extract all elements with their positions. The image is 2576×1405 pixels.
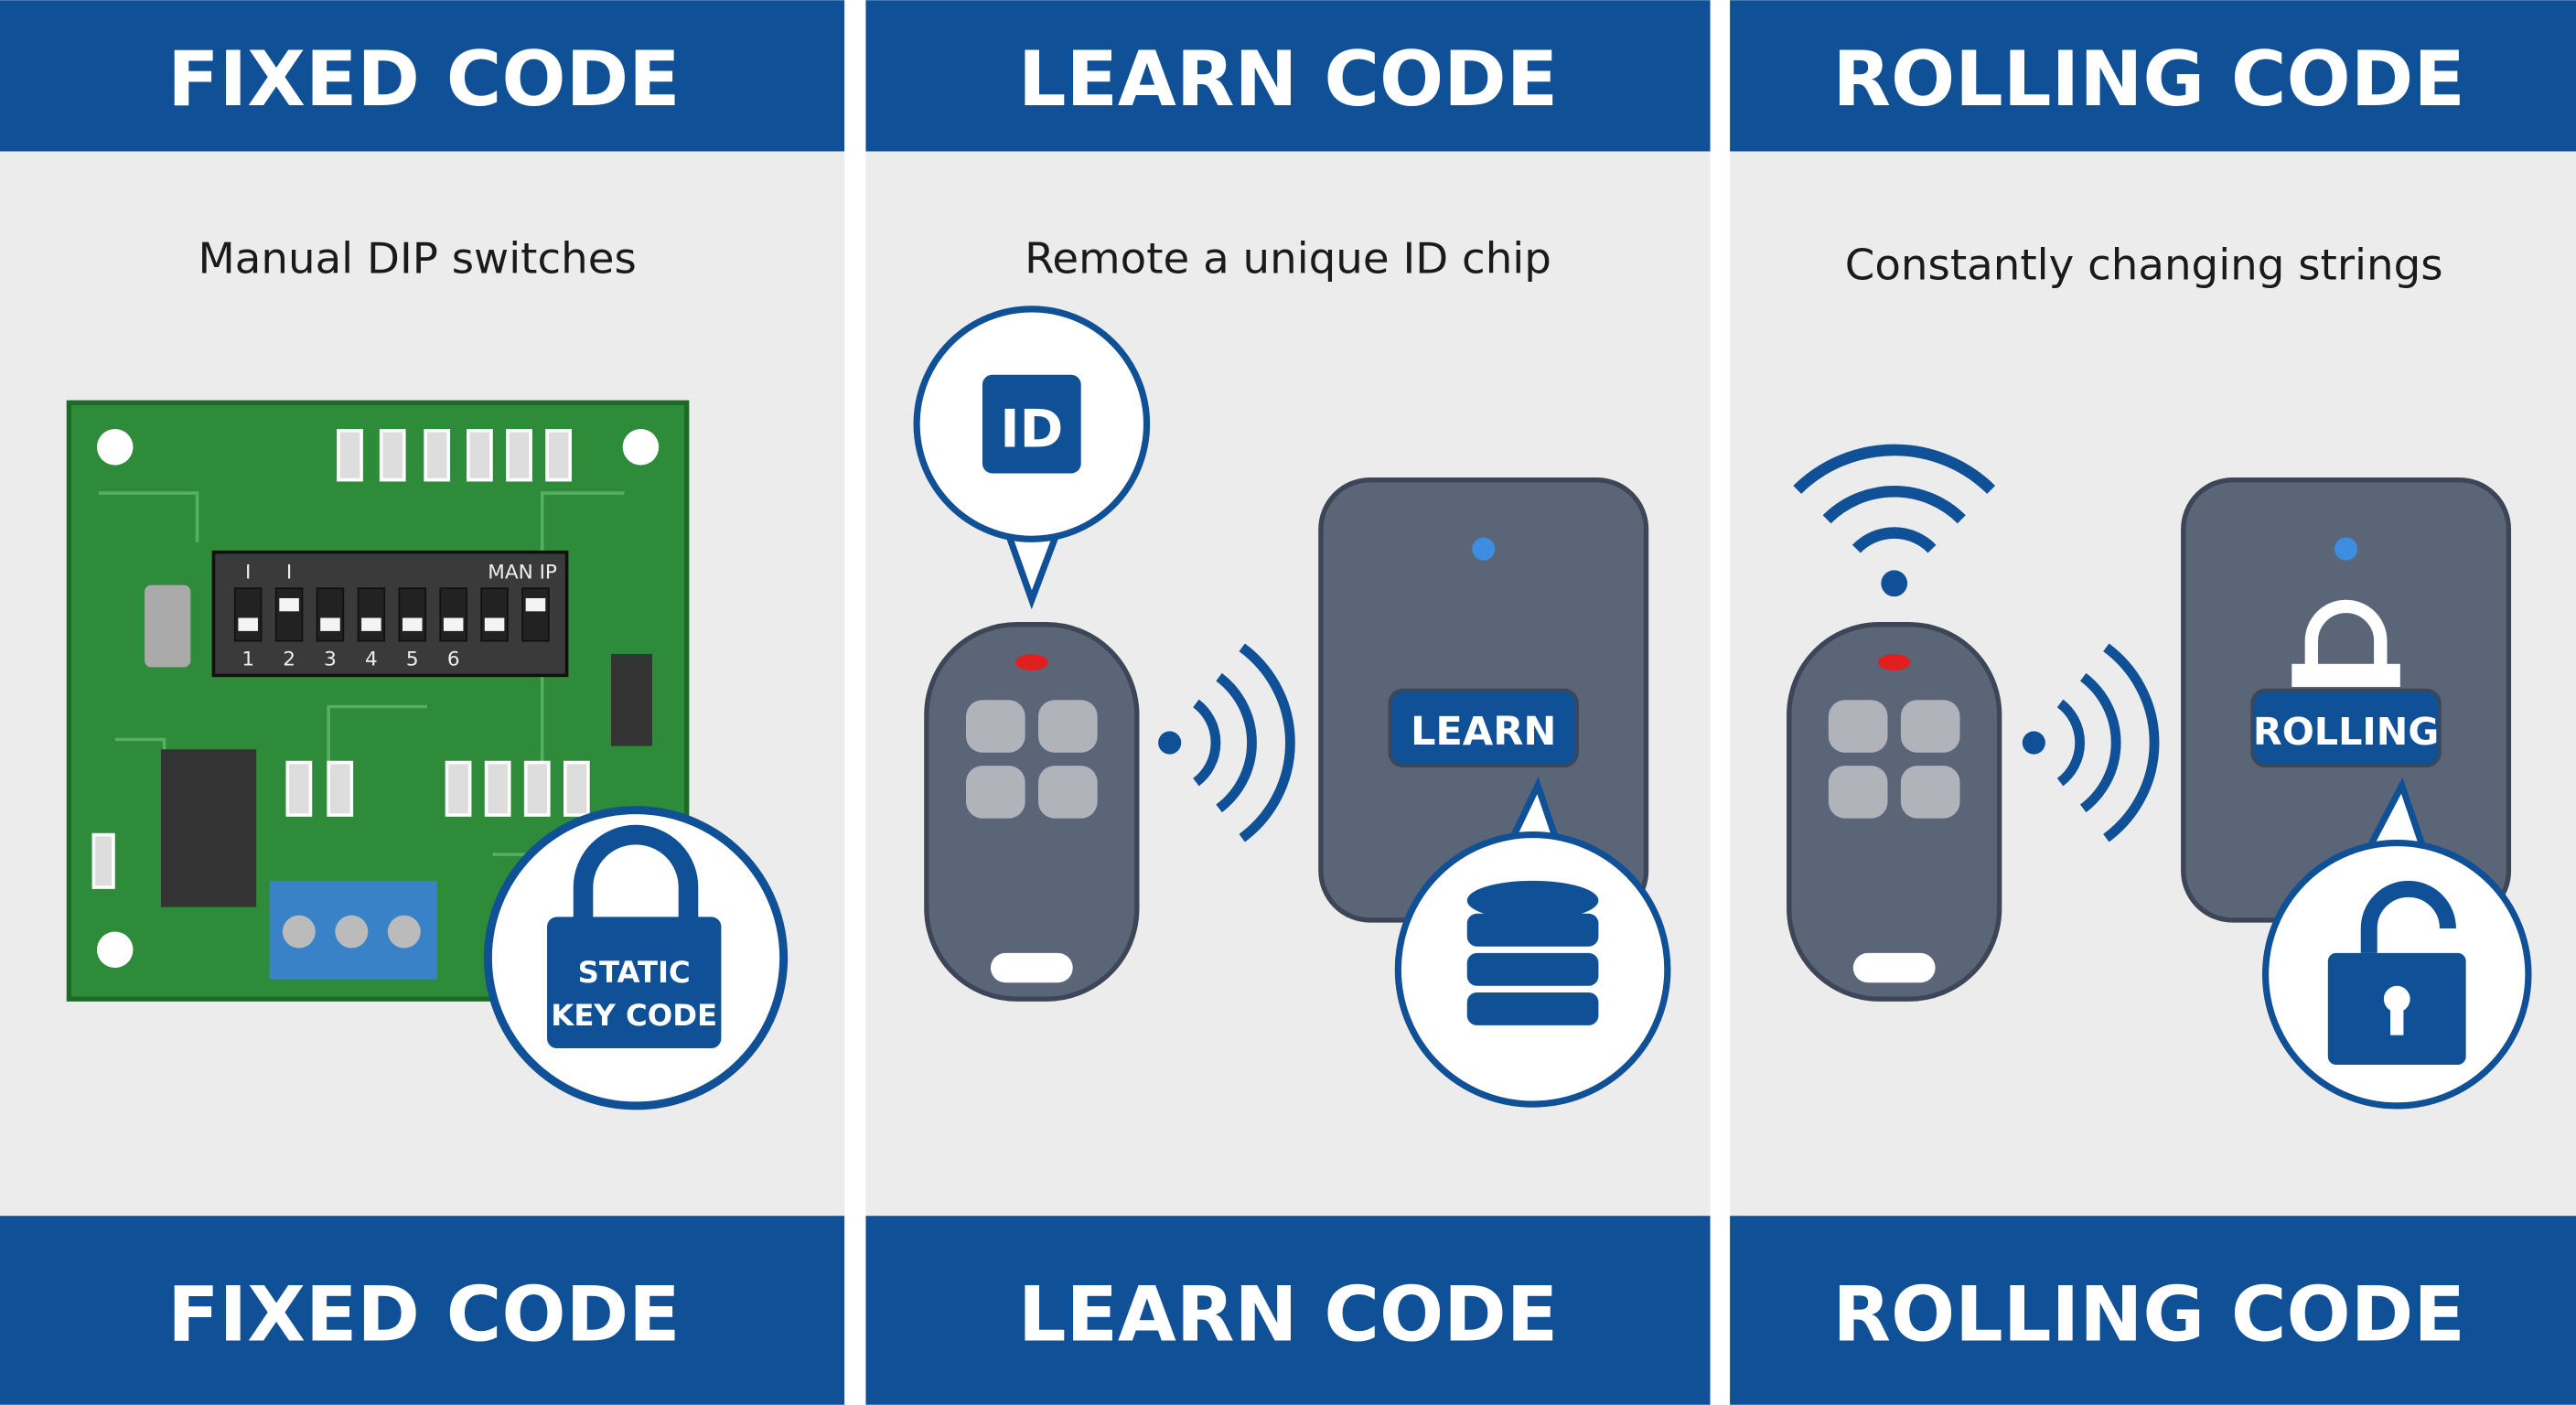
remote-key-fob-icon (1787, 621, 2002, 1002)
panel-subtitle: Manual DIP switches (199, 234, 637, 284)
ic-chip (161, 749, 257, 907)
panel-footer: ROLLING CODE (1832, 1271, 2464, 1359)
signal-waves-icon (1158, 643, 1295, 842)
panel-header: FIXED CODE (167, 36, 680, 123)
id-chip-bubble-icon: ID (913, 306, 1151, 610)
database-bubble-icon (1394, 777, 1671, 1108)
svg-text:I: I (286, 561, 292, 584)
svg-text:4: 4 (365, 649, 378, 671)
footer-bar (0, 1216, 845, 1405)
svg-text:STATIC: STATIC (578, 955, 691, 990)
svg-text:ID: ID (1000, 399, 1063, 460)
padlock-static-key-icon: STATIC KEY CODE (483, 806, 789, 1110)
wifi-icon (1793, 444, 1996, 597)
header-bar (0, 0, 845, 152)
footer-bar (865, 1216, 1711, 1405)
svg-text:1: 1 (242, 649, 254, 671)
learn-button (1388, 688, 1579, 767)
svg-text:5: 5 (406, 649, 419, 671)
svg-text:I: I (245, 561, 251, 584)
svg-text:6: 6 (447, 649, 460, 671)
svg-text:MAN IP: MAN IP (488, 561, 557, 584)
panel-header: LEARN CODE (1018, 36, 1558, 123)
receiver-device-icon: LEARN (1318, 477, 1649, 923)
rolling-button (2250, 688, 2442, 767)
panel-footer: FIXED CODE (167, 1271, 680, 1359)
header-bar (865, 0, 1711, 152)
svg-text:3: 3 (324, 649, 337, 671)
svg-text:LEARN: LEARN (1411, 709, 1557, 755)
panel-footer: LEARN CODE (1018, 1271, 1558, 1359)
receiver-device-icon: ROLLING (2181, 477, 2512, 923)
panel-learn-code: LEARN CODE Remote a unique ID chip ID LE… (865, 0, 1711, 1405)
dip-switch: I I MAN IP 1 2 3 4 5 6 (211, 550, 569, 678)
panel-rolling-code: ROLLING CODE Constantly changing strings… (1730, 0, 2576, 1405)
svg-text:2: 2 (283, 649, 295, 671)
panel-fixed-code: FIXED CODE Manual DIP switches I I MAN (0, 0, 845, 1405)
footer-bar (1730, 1216, 2576, 1405)
panel-header: ROLLING CODE (1832, 36, 2464, 123)
signal-waves-icon (2022, 643, 2160, 842)
svg-text:KEY CODE: KEY CODE (551, 998, 717, 1033)
remote-key-fob-icon (924, 621, 1140, 1002)
svg-text:ROLLING: ROLLING (2253, 710, 2439, 754)
panel-subtitle: Constantly changing strings (1845, 241, 2443, 291)
header-bar (1730, 0, 2576, 152)
panel-subtitle: Remote a unique ID chip (1025, 234, 1551, 284)
unlocked-padlock-bubble-icon (2261, 777, 2532, 1110)
